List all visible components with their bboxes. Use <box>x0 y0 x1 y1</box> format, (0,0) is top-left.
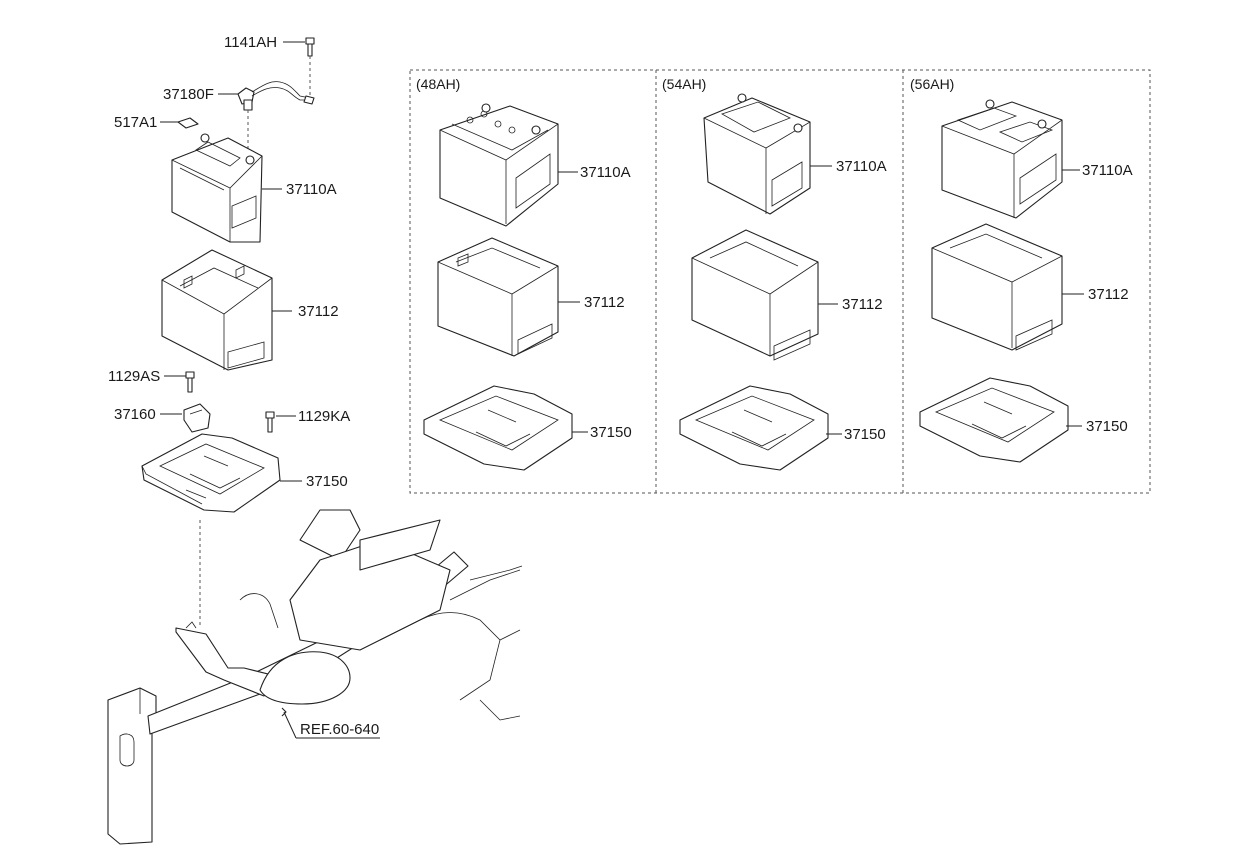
ref-label[interactable]: REF.60-640 <box>300 721 379 738</box>
battery-tray-37150-54ah[interactable] <box>679 385 829 471</box>
label-37112-48ah[interactable]: 37112 <box>584 294 625 311</box>
label-37180F[interactable]: 37180F <box>163 86 214 103</box>
battery-37110A[interactable] <box>171 133 263 243</box>
variants-frame <box>409 69 1151 494</box>
battery-tray-37150[interactable] <box>141 433 281 513</box>
battery-37110A-48ah[interactable] <box>439 103 559 227</box>
label-37110A-56ah[interactable]: 37110A <box>1082 162 1133 179</box>
variant-panel-56ah: (56AH) 37110A 37112 37150 <box>910 76 1133 463</box>
label-1129AS[interactable]: 1129AS <box>108 368 160 385</box>
battery-tray-37150-56ah[interactable] <box>919 377 1069 463</box>
bolt-1141AH[interactable] <box>305 37 315 57</box>
reference-arrow <box>281 707 380 739</box>
label-37110A-54ah[interactable]: 37110A <box>836 158 887 175</box>
label-37110A-left[interactable]: 37110A <box>286 181 337 198</box>
battery-37110A-54ah[interactable] <box>703 93 811 215</box>
variant-header-56ah: (56AH) <box>910 76 954 92</box>
variant-header-54ah: (54AH) <box>662 76 706 92</box>
label-1129KA[interactable]: 1129KA <box>298 408 350 425</box>
battery-tray-37150-48ah[interactable] <box>423 385 573 471</box>
label-37110A-48ah[interactable]: 37110A <box>580 164 631 181</box>
tray-cover-37112-48ah[interactable] <box>437 237 559 357</box>
label-37112-56ah[interactable]: 37112 <box>1088 286 1129 303</box>
label-37150-left[interactable]: 37150 <box>306 473 348 490</box>
variant-panel-54ah: (54AH) 37110A 37112 37150 <box>662 76 887 471</box>
variant-header-48ah: (48AH) <box>416 76 460 92</box>
tray-cover-37112[interactable] <box>161 249 273 371</box>
label-37112-54ah[interactable]: 37112 <box>842 296 883 313</box>
battery-37110A-56ah[interactable] <box>941 99 1063 219</box>
label-37150-54ah[interactable]: 37150 <box>844 426 886 443</box>
label-37112-left[interactable]: 37112 <box>298 303 339 320</box>
vehicle-body-frame <box>107 509 523 845</box>
clamp-37160[interactable] <box>183 403 211 433</box>
battery-cable-37180F[interactable] <box>237 81 315 111</box>
bolt-1129AS[interactable] <box>185 371 195 393</box>
sticker-517A1[interactable] <box>177 117 199 129</box>
tray-cover-37112-56ah[interactable] <box>931 223 1063 351</box>
tray-cover-37112-54ah[interactable] <box>691 229 819 361</box>
label-1141AH[interactable]: 1141AH <box>224 34 277 51</box>
label-37150-56ah[interactable]: 37150 <box>1086 418 1128 435</box>
bolt-1129KA[interactable] <box>265 411 275 433</box>
label-37160[interactable]: 37160 <box>114 406 156 423</box>
label-517A1[interactable]: 517A1 <box>114 114 157 131</box>
label-37150-48ah[interactable]: 37150 <box>590 424 632 441</box>
variant-panel-48ah: (48AH) 37110A 37112 <box>416 76 632 471</box>
